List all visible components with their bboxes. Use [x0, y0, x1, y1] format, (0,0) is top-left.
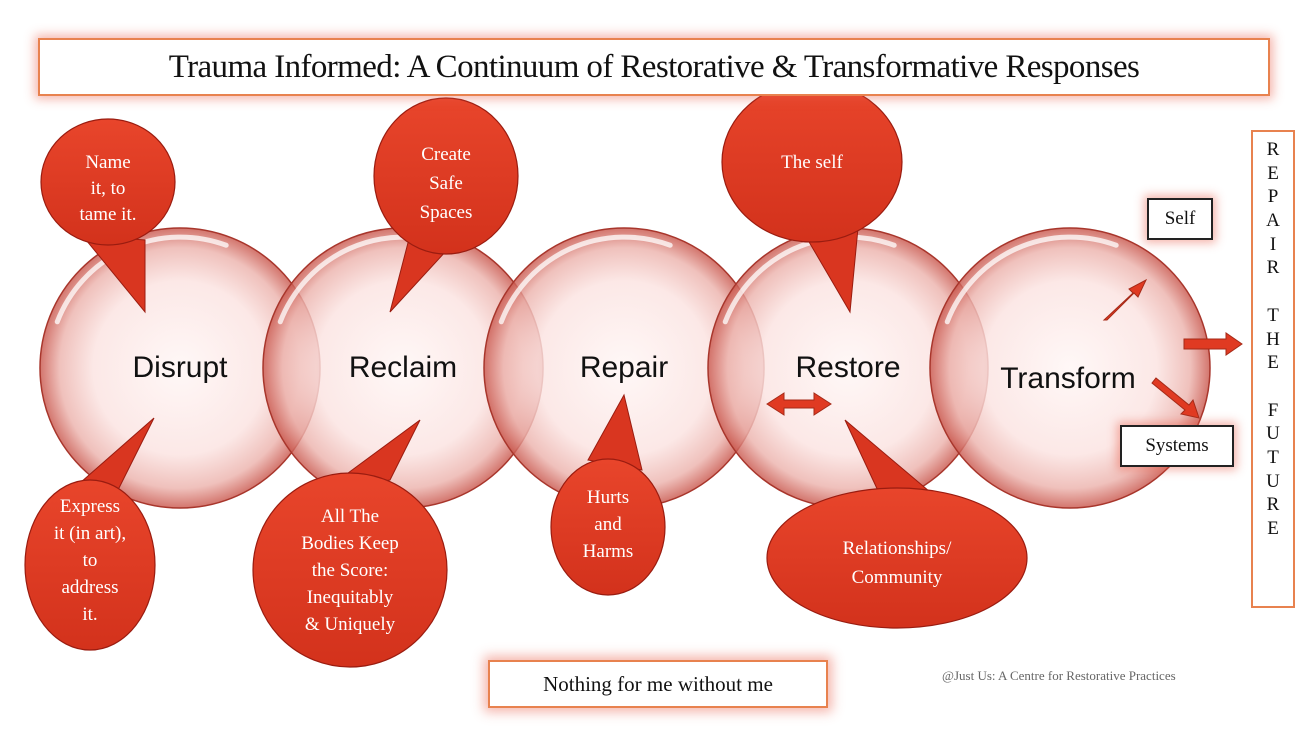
speech-bubble-texts: Name it, to tame it. Express it (in art), to a…: [54, 144, 952, 635]
bubble-hurts-harms: [550, 393, 666, 596]
bubble-bodies-keep-score: [252, 419, 448, 668]
stage-label-restore: Restore: [795, 351, 900, 384]
vertical-letter: [1253, 375, 1293, 399]
bubble-text-line: Relationships/: [843, 538, 952, 559]
bubble-name-it: [40, 118, 176, 314]
bubble-text-line: & Uniquely: [305, 614, 396, 635]
stage-label-reclaim: Reclaim: [349, 351, 457, 384]
motto-box: Nothing for me without me: [488, 660, 828, 708]
vertical-letter: U: [1266, 470, 1280, 492]
bubble-text-line: to: [83, 550, 98, 571]
speech-bubbles: [24, 81, 1028, 668]
bubble-text-line: Hurts: [587, 487, 629, 508]
stage-label-transform: Transform: [1000, 362, 1136, 395]
bubble-text-line: it.: [82, 604, 97, 625]
vertical-letter: R: [1266, 257, 1280, 279]
bubble-text-line: the Score:: [312, 560, 389, 581]
credit-text: @Just Us: A Centre for Restorative Pract…: [942, 668, 1176, 683]
bubble-text-line: All The: [321, 506, 379, 527]
bubble-text-line: Bodies Keep: [301, 533, 399, 554]
arrow-to-future: [1183, 332, 1243, 356]
vertical-letter: E: [1267, 518, 1279, 539]
bubble-text-line: address: [62, 577, 119, 598]
stage-label-repair: Repair: [580, 351, 668, 384]
page-title: Trauma Informed: A Continuum of Restorat…: [38, 38, 1270, 96]
arrow-to-self: [1102, 278, 1148, 321]
bubble-text-line: Inequitably: [307, 587, 394, 608]
vertical-letter: E: [1267, 162, 1279, 184]
bubble-create-safe-spaces: [373, 97, 519, 313]
vertical-letter: I: [1269, 233, 1277, 255]
vertical-letter: A: [1266, 210, 1280, 232]
bubble-text-line: Spaces: [420, 202, 473, 223]
bubble-text-line: Harms: [583, 541, 634, 562]
bubble-text-line: Community: [852, 567, 943, 588]
vertical-letter: P: [1267, 186, 1279, 208]
bubble-text-line: Name: [85, 152, 130, 173]
vertical-letter: [1253, 280, 1293, 304]
vertical-letter: H: [1266, 328, 1280, 350]
stage-label-disrupt: Disrupt: [132, 351, 228, 384]
double-arrow-repair-restore: [766, 392, 832, 416]
vertical-letter: T: [1267, 446, 1279, 468]
bubble-text-line: and: [594, 514, 622, 535]
bubble-text-line: Create: [421, 144, 471, 165]
vertical-letter: E: [1267, 352, 1279, 374]
arrows: [766, 278, 1243, 419]
bubble-relationships: [766, 419, 1028, 629]
outcome-systems-box: Systems: [1120, 425, 1234, 467]
vertical-letter: R: [1266, 139, 1280, 160]
bubble-text-line: The self: [781, 152, 843, 173]
bubble-text-line: tame it.: [80, 204, 137, 225]
vertical-letter: T: [1267, 304, 1279, 326]
outcome-self-box: Self: [1147, 198, 1213, 240]
arrow-to-systems: [1151, 377, 1200, 419]
bubble-the-self: [721, 81, 903, 314]
bubble-text-line: Express: [60, 496, 120, 517]
vertical-letter: R: [1266, 494, 1280, 516]
stage-labels: Disrupt Reclaim Repair Restore Transform: [132, 351, 1135, 395]
bubble-text-line: it, to: [91, 178, 126, 199]
bubble-text-line: it (in art),: [54, 523, 126, 544]
bubble-text-line: Safe: [429, 173, 463, 194]
vertical-letter: U: [1266, 423, 1280, 445]
vertical-letter: F: [1267, 399, 1279, 421]
bubble-express-it: [24, 417, 156, 651]
